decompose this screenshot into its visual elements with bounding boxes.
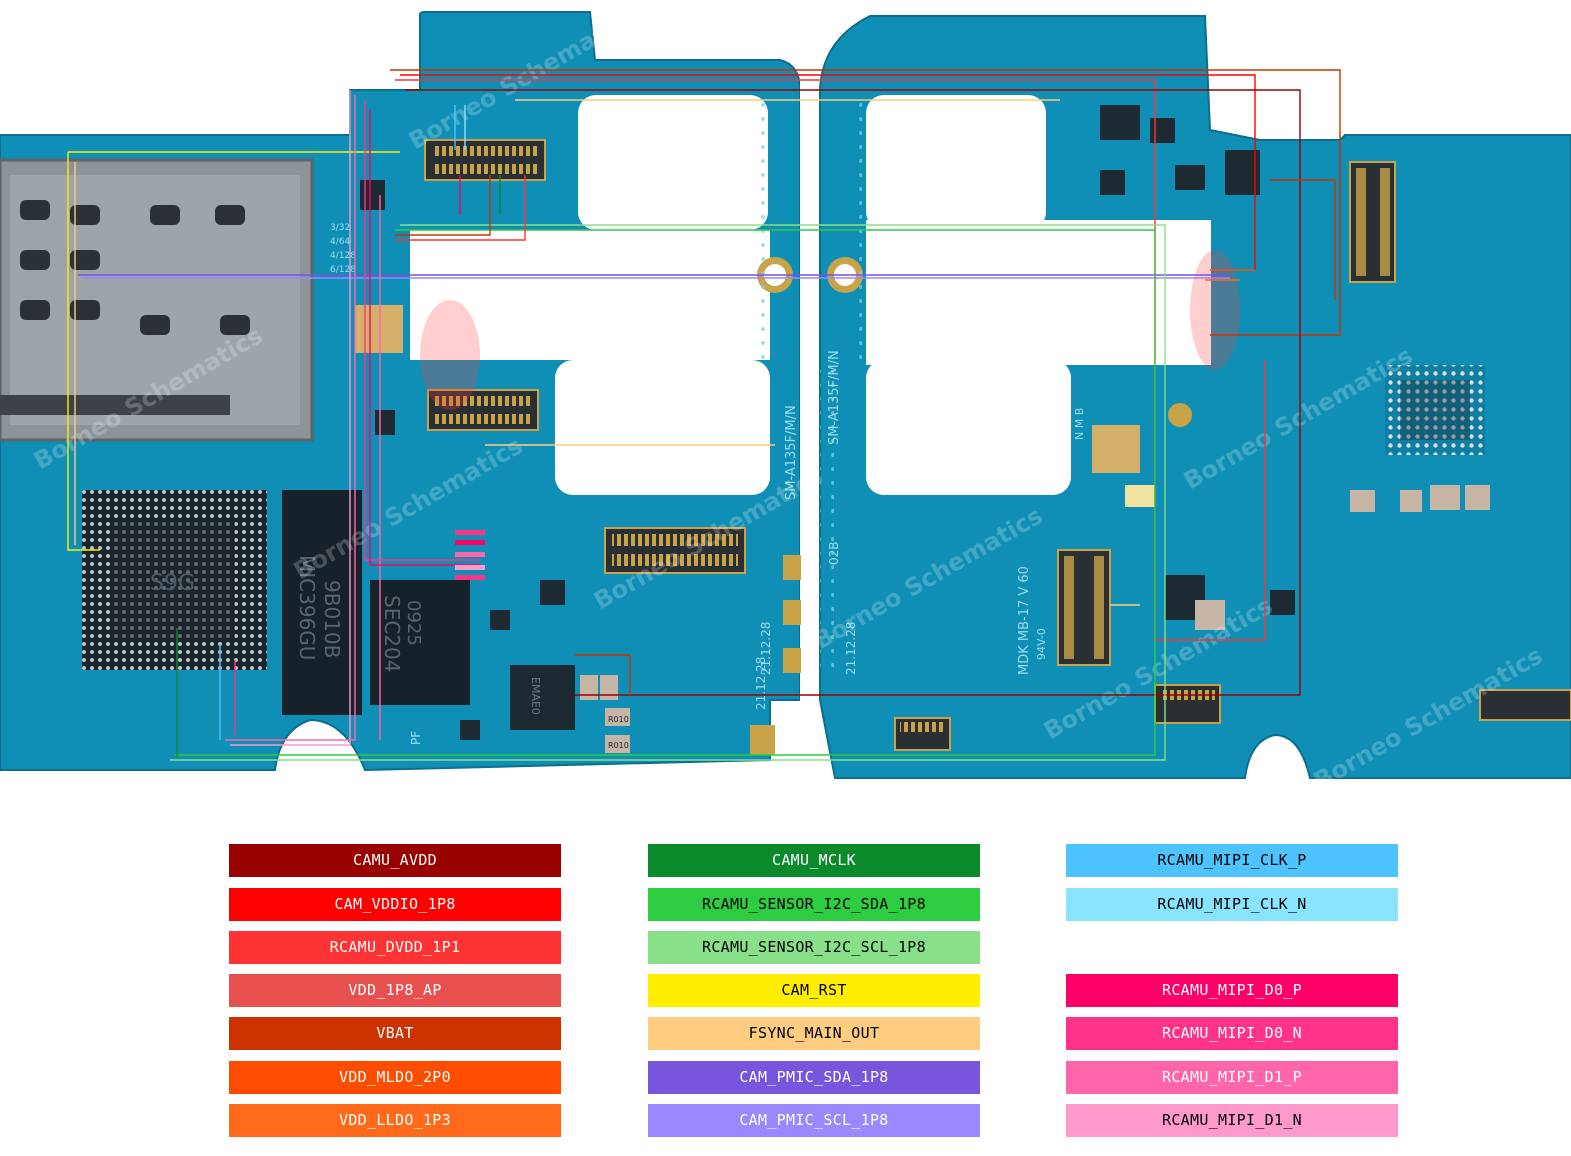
signal-legend: CAMU_AVDD CAM_VDDIO_1P8 RCAMU_DVDD_1P1 V… (0, 840, 1571, 1140)
pcb-board-diagram: S9G MIC396GU 9B010B SEC204 0925 EMAE0 (0, 11, 1571, 779)
sim-tray (0, 158, 314, 442)
connector-right-small (894, 717, 951, 751)
pf-silk: PF (409, 731, 423, 745)
legend-item-mipi-d0-n: RCAMU_MIPI_D0_N (1066, 1017, 1398, 1050)
connector-bottom-left (604, 527, 746, 574)
mipi-highlight (455, 530, 485, 580)
legend-item-pmic-sda: CAM_PMIC_SDA_1P8 (648, 1061, 980, 1094)
connector-mid-left (427, 389, 539, 431)
model-silk-left: SM-A135F/M/N (784, 405, 799, 500)
pmic-chip (510, 665, 575, 730)
mb-silk-2: 94V-0 (1035, 628, 1048, 660)
legend-item-vdd-mldo: VDD_MLDO_2P0 (229, 1061, 561, 1094)
connector-right-vertical (1057, 549, 1111, 666)
legend-item-mipi-d1-n: RCAMU_MIPI_D1_N (1066, 1104, 1398, 1137)
memory-chip (282, 490, 362, 715)
legend-item-vdd-1p8-ap: VDD_1P8_AP (229, 974, 561, 1007)
signal-traces (67, 69, 1341, 761)
legend-item-vdd-lldo: VDD_LLDO_1P3 (229, 1104, 561, 1137)
legend-item-mipi-clk-n: RCAMU_MIPI_CLK_N (1066, 888, 1398, 921)
chip-label-sec: SEC204 (380, 595, 404, 672)
legend-item-mipi-d1-p: RCAMU_MIPI_D1_P (1066, 1061, 1398, 1094)
pad-label-r010-2: R010 (608, 741, 629, 750)
legend-item-fsync: FSYNC_MAIN_OUT (648, 1017, 980, 1050)
legend-item-cam-vddio: CAM_VDDIO_1P8 (229, 888, 561, 921)
right-bga-chip (1385, 365, 1485, 455)
legend-item-i2c-sda: RCAMU_SENSOR_I2C_SDA_1P8 (648, 888, 980, 921)
chip-label-0925: 0925 (403, 600, 424, 646)
legend-item-cam-rst: CAM_RST (648, 974, 980, 1007)
date-silk-left-2: 21.12.28 (754, 657, 768, 710)
legend-item-mipi-clk-p: RCAMU_MIPI_CLK_P (1066, 844, 1398, 877)
chip-label-s9g: S9G (150, 571, 195, 596)
rev-silk-right: 02B (827, 541, 841, 565)
pad-label-r010-1: R010 (608, 715, 629, 724)
legend-item-camu-avdd: CAMU_AVDD (229, 844, 561, 877)
legend-item-pmic-scl: CAM_PMIC_SCL_1P8 (648, 1104, 980, 1137)
qr-code-left (355, 305, 403, 353)
gold-pad (1168, 403, 1192, 427)
legend-item-rcamu-dvdd: RCAMU_DVDD_1P1 (229, 931, 561, 964)
mb-silk: MDK MB-17 V 60 (1017, 566, 1032, 675)
legend-item-mipi-d0-p: RCAMU_MIPI_D0_P (1066, 974, 1398, 1007)
legend-item-vbat: VBAT (229, 1017, 561, 1050)
nmb-silk: N M B (1073, 408, 1086, 440)
qr-code-right (1092, 425, 1140, 473)
chip-label-emae0: EMAE0 (529, 677, 542, 715)
chip-label-9b: 9B010B (320, 580, 344, 658)
sec-chip (370, 580, 470, 705)
chip-label-mic: MIC396GU (295, 555, 319, 660)
model-silk-right: SM-A135F/M/N (827, 350, 842, 445)
legend-item-i2c-scl: RCAMU_SENSOR_I2C_SCL_1P8 (648, 931, 980, 964)
date-silk-left: 21.12.28 (759, 622, 773, 675)
date-silk-right: 21.12.28 (844, 622, 858, 675)
connector-right-top (1349, 161, 1396, 283)
legend-item-camu-mclk: CAMU_MCLK (648, 844, 980, 877)
connector-top-left (424, 139, 546, 181)
